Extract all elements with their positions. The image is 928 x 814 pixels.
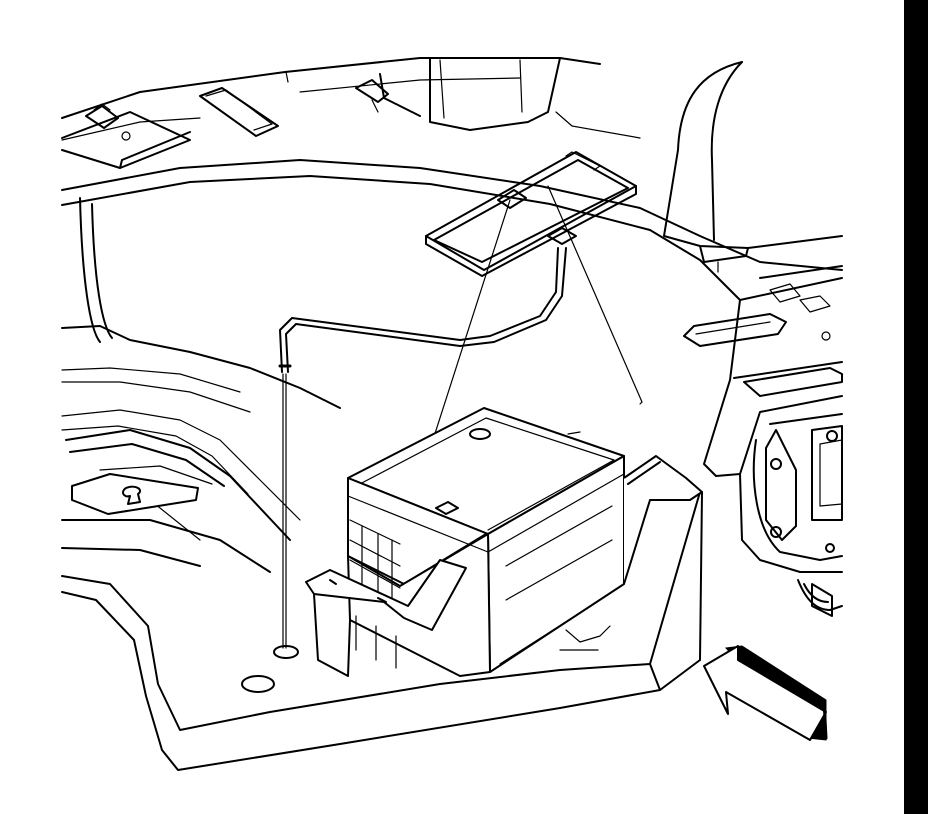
arrow-icon [703, 645, 828, 741]
wheelhouse-left [61, 197, 341, 413]
battery-tray [61, 409, 703, 771]
floor-small-clip [355, 79, 389, 113]
frame-rail-end [739, 413, 843, 617]
slot-opening-upper [683, 313, 787, 347]
upper-floor-panel [61, 57, 843, 271]
page-edge-bar [904, 0, 928, 814]
vent-hose [278, 247, 567, 649]
floor-pad-left [61, 111, 191, 169]
hold-down-bracket [305, 559, 467, 677]
floor-drain-holes [241, 645, 299, 693]
right-body-rail [649, 229, 843, 477]
battery-cover [425, 151, 637, 277]
keyhole-plate [71, 473, 199, 515]
battery [347, 407, 625, 677]
bolt-cluster-right [769, 283, 831, 341]
pillar-hose [663, 61, 843, 273]
slot-opening-lower [743, 367, 843, 397]
tunnel-structure [379, 57, 641, 139]
tray-right-lip [559, 455, 703, 651]
floor-bracket-tab [85, 103, 119, 129]
floor-pin [285, 71, 289, 83]
floor-rib-pad [199, 87, 279, 137]
